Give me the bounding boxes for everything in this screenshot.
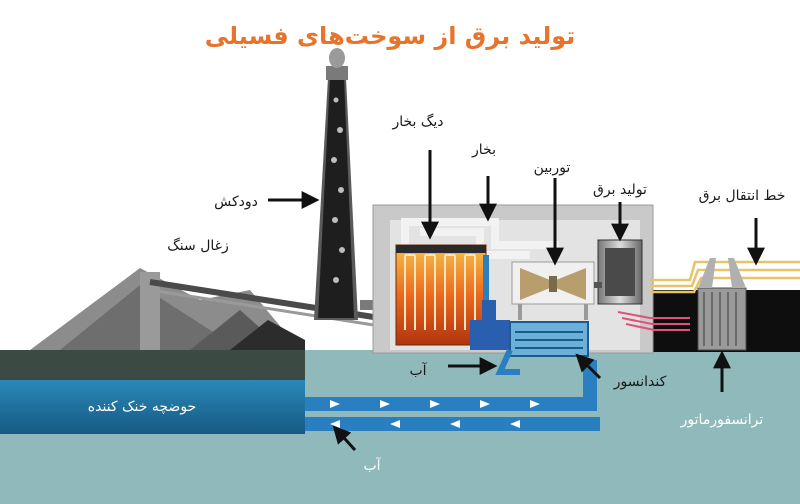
- label-cooling-pond: حوضچه خنک کننده: [88, 399, 196, 415]
- condenser: [495, 321, 589, 375]
- turbine: [511, 261, 595, 320]
- cooling-pond: [0, 380, 305, 434]
- transformer: [697, 258, 747, 351]
- label-steam: بخار: [471, 142, 496, 158]
- label-water-out: آب: [363, 457, 381, 474]
- label-turbine: توربین: [534, 160, 571, 176]
- label-boiler: دیگ بخار: [391, 113, 443, 130]
- ground-strip: [0, 350, 305, 382]
- generator-wires: [617, 311, 690, 331]
- arrow-water-out: [332, 425, 357, 452]
- label-generator: تولید برق: [593, 182, 647, 198]
- label-condenser: کندانسور: [613, 374, 667, 390]
- water-flow-arrows: [330, 400, 540, 428]
- label-chimney: دودکش: [214, 194, 258, 210]
- pointer-arrows: [268, 150, 765, 452]
- generator: [594, 239, 643, 305]
- label-coal: زغال سنگ: [167, 237, 228, 254]
- arrow-condenser: [575, 353, 602, 380]
- label-water-in: آب: [409, 362, 427, 379]
- label-transmission-line: خط انتقال برق: [699, 188, 786, 204]
- chimney: [314, 48, 358, 320]
- diagram-title: تولید برق از سوخت‌های فسیلی: [205, 22, 576, 50]
- label-transformer: ترانسفورماتور: [680, 412, 764, 428]
- feed-pump: [470, 255, 510, 350]
